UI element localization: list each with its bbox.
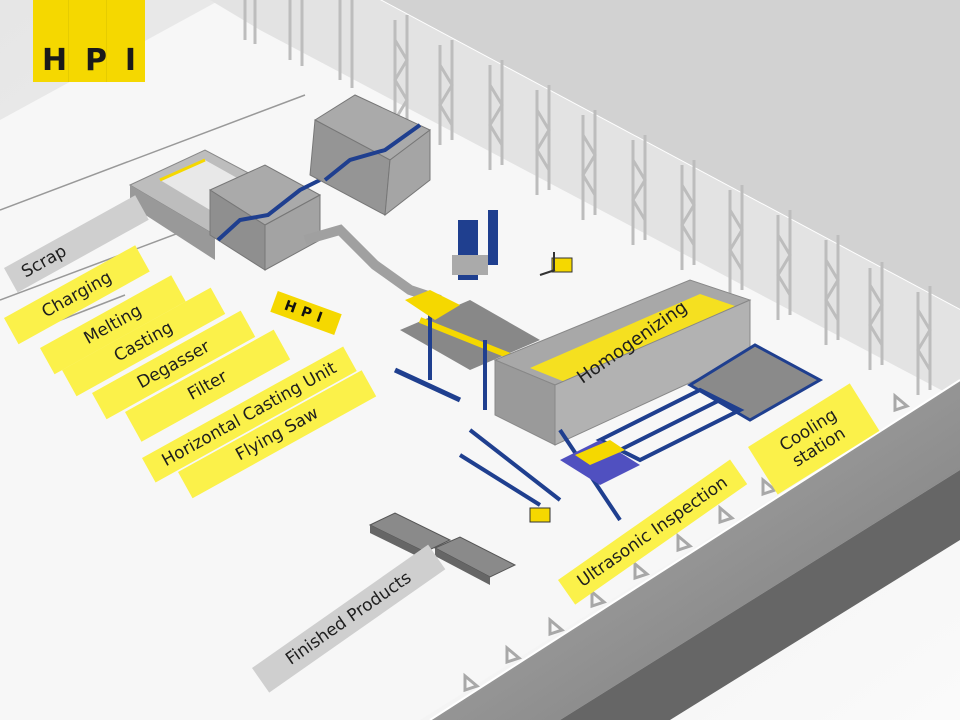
forklift-2-icon <box>529 507 551 523</box>
finished-products-stacks <box>368 512 517 585</box>
logo-letter-p: P <box>84 43 107 78</box>
melting-furnace <box>208 164 322 271</box>
hpi-logo: H P I <box>33 0 145 82</box>
filter-unit <box>452 210 498 280</box>
casting-furnace <box>309 94 431 217</box>
forklift-icon <box>539 252 573 276</box>
horizontal-casting-unit <box>393 290 540 410</box>
logo-letter-i: I <box>124 43 137 78</box>
logo-letter-h: H <box>41 43 68 78</box>
homogenizing-furnace <box>493 279 752 446</box>
column-trusses <box>243 0 932 395</box>
